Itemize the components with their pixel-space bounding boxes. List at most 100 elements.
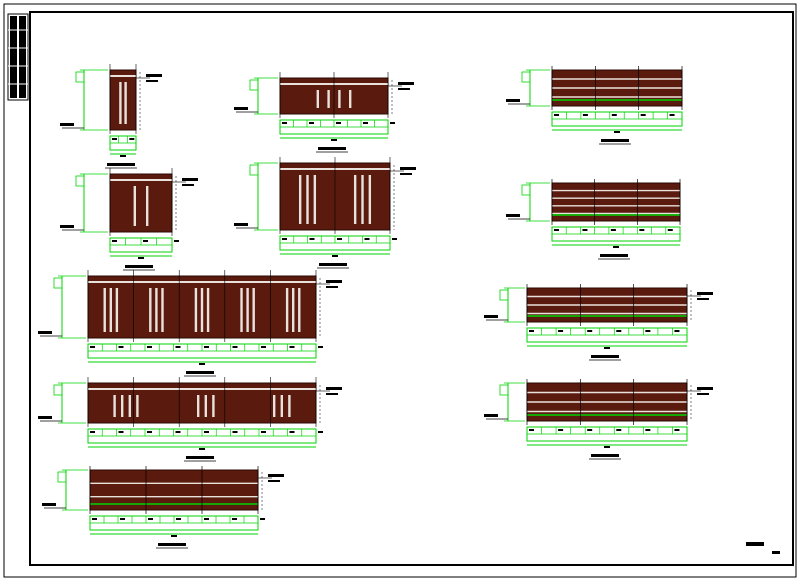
slat [155,288,158,332]
slat [316,90,319,108]
section-mark [53,384,63,396]
slat [298,175,302,224]
dimension-text-mark [392,238,397,240]
dimension-text-mark [120,518,125,520]
top-rail [88,388,316,390]
leader-text-mark [506,99,520,102]
dimension-text-mark [309,238,315,240]
overall-dimension-mark [171,535,177,537]
note-text-mark [146,74,162,77]
dimension-text-mark [529,330,534,332]
elevation-group [38,64,713,549]
overall-dimension-mark [604,446,610,448]
dimension-text-mark [364,238,370,240]
view-title-mark [319,263,347,266]
slat [119,82,122,124]
slat [128,395,131,417]
leader-text-mark [42,503,56,506]
elevation-h [506,179,681,260]
dimension-text-mark [611,114,617,116]
dimension-text-mark [204,346,209,348]
dimension-text-mark [129,138,135,140]
note-text-mark [182,178,198,181]
leader-text-mark [38,416,52,419]
slat [121,395,124,417]
title-strip [7,13,29,101]
outer-border [3,3,797,578]
dimension-text-mark [558,330,564,332]
leader-text-mark [484,315,498,318]
slat [197,395,200,417]
dimension-text-mark [282,122,287,124]
dimension-text-mark [112,138,117,140]
slat [246,288,249,332]
dimension-text-mark [232,346,238,348]
slat [103,288,106,332]
dimension-text-mark [616,330,622,332]
dimension-text-mark [92,518,97,520]
slat [206,288,210,332]
dimension-text-mark [616,429,622,431]
dimension-text-mark [261,431,266,433]
dimension-text-mark [175,431,181,433]
dimension-text-mark [318,346,323,348]
overall-dimension-mark [199,448,205,450]
view-title-mark [591,454,619,457]
slat [115,288,119,332]
note-text-mark [398,82,414,85]
section-mark [57,471,67,483]
dimension-text-mark [147,431,152,433]
dimension-text-mark [90,346,95,348]
dimension-text-mark [174,240,179,242]
dimension-text-mark [587,429,593,431]
note-text-mark [400,167,416,170]
slat [161,288,164,332]
slat [273,395,276,417]
dimension-text-mark [204,518,209,520]
slat [200,288,204,332]
dimension-text-mark [554,229,559,231]
view-title-mark [125,265,153,268]
overall-dimension-mark [604,347,610,349]
note-text-mark [268,480,280,482]
slat [361,175,364,224]
dimension-text-mark [282,238,287,240]
section-mark [75,71,85,83]
dimension-text-mark [118,346,124,348]
dimension-text-mark [645,429,651,431]
note-text-mark [326,286,338,288]
dimension-text-mark [674,330,680,332]
dimension-text-mark [669,114,675,116]
note-text-mark [326,393,338,395]
view-title-mark [186,371,214,374]
overall-dimension-mark [120,155,126,157]
leader-text-mark [484,414,498,417]
overall-dimension-mark [199,363,205,365]
slat [327,90,330,108]
elevation-e [38,270,342,377]
section-mark [249,164,259,176]
dimension-text-mark [232,518,237,520]
slat [349,90,352,108]
panel-body [109,173,173,233]
leader-text-mark [60,123,74,126]
elevation-b [234,72,414,153]
slat [353,175,357,224]
top-rail [88,281,316,283]
note-text-mark [326,280,342,283]
slat [240,288,243,332]
slat [204,395,207,417]
dimension-text-mark [582,229,588,231]
dimension-text-mark [118,431,124,433]
dimension-text-mark [260,518,265,520]
top-rail [110,75,136,77]
dimension-text-mark [337,238,342,240]
note-text-mark [398,88,410,90]
section-mark [75,175,85,187]
slat [306,175,309,224]
section-mark [53,277,63,289]
elevation-d [234,157,416,269]
dimension-text-mark [147,346,152,348]
view-title-mark [107,163,135,166]
dimension-text-mark [639,229,645,231]
